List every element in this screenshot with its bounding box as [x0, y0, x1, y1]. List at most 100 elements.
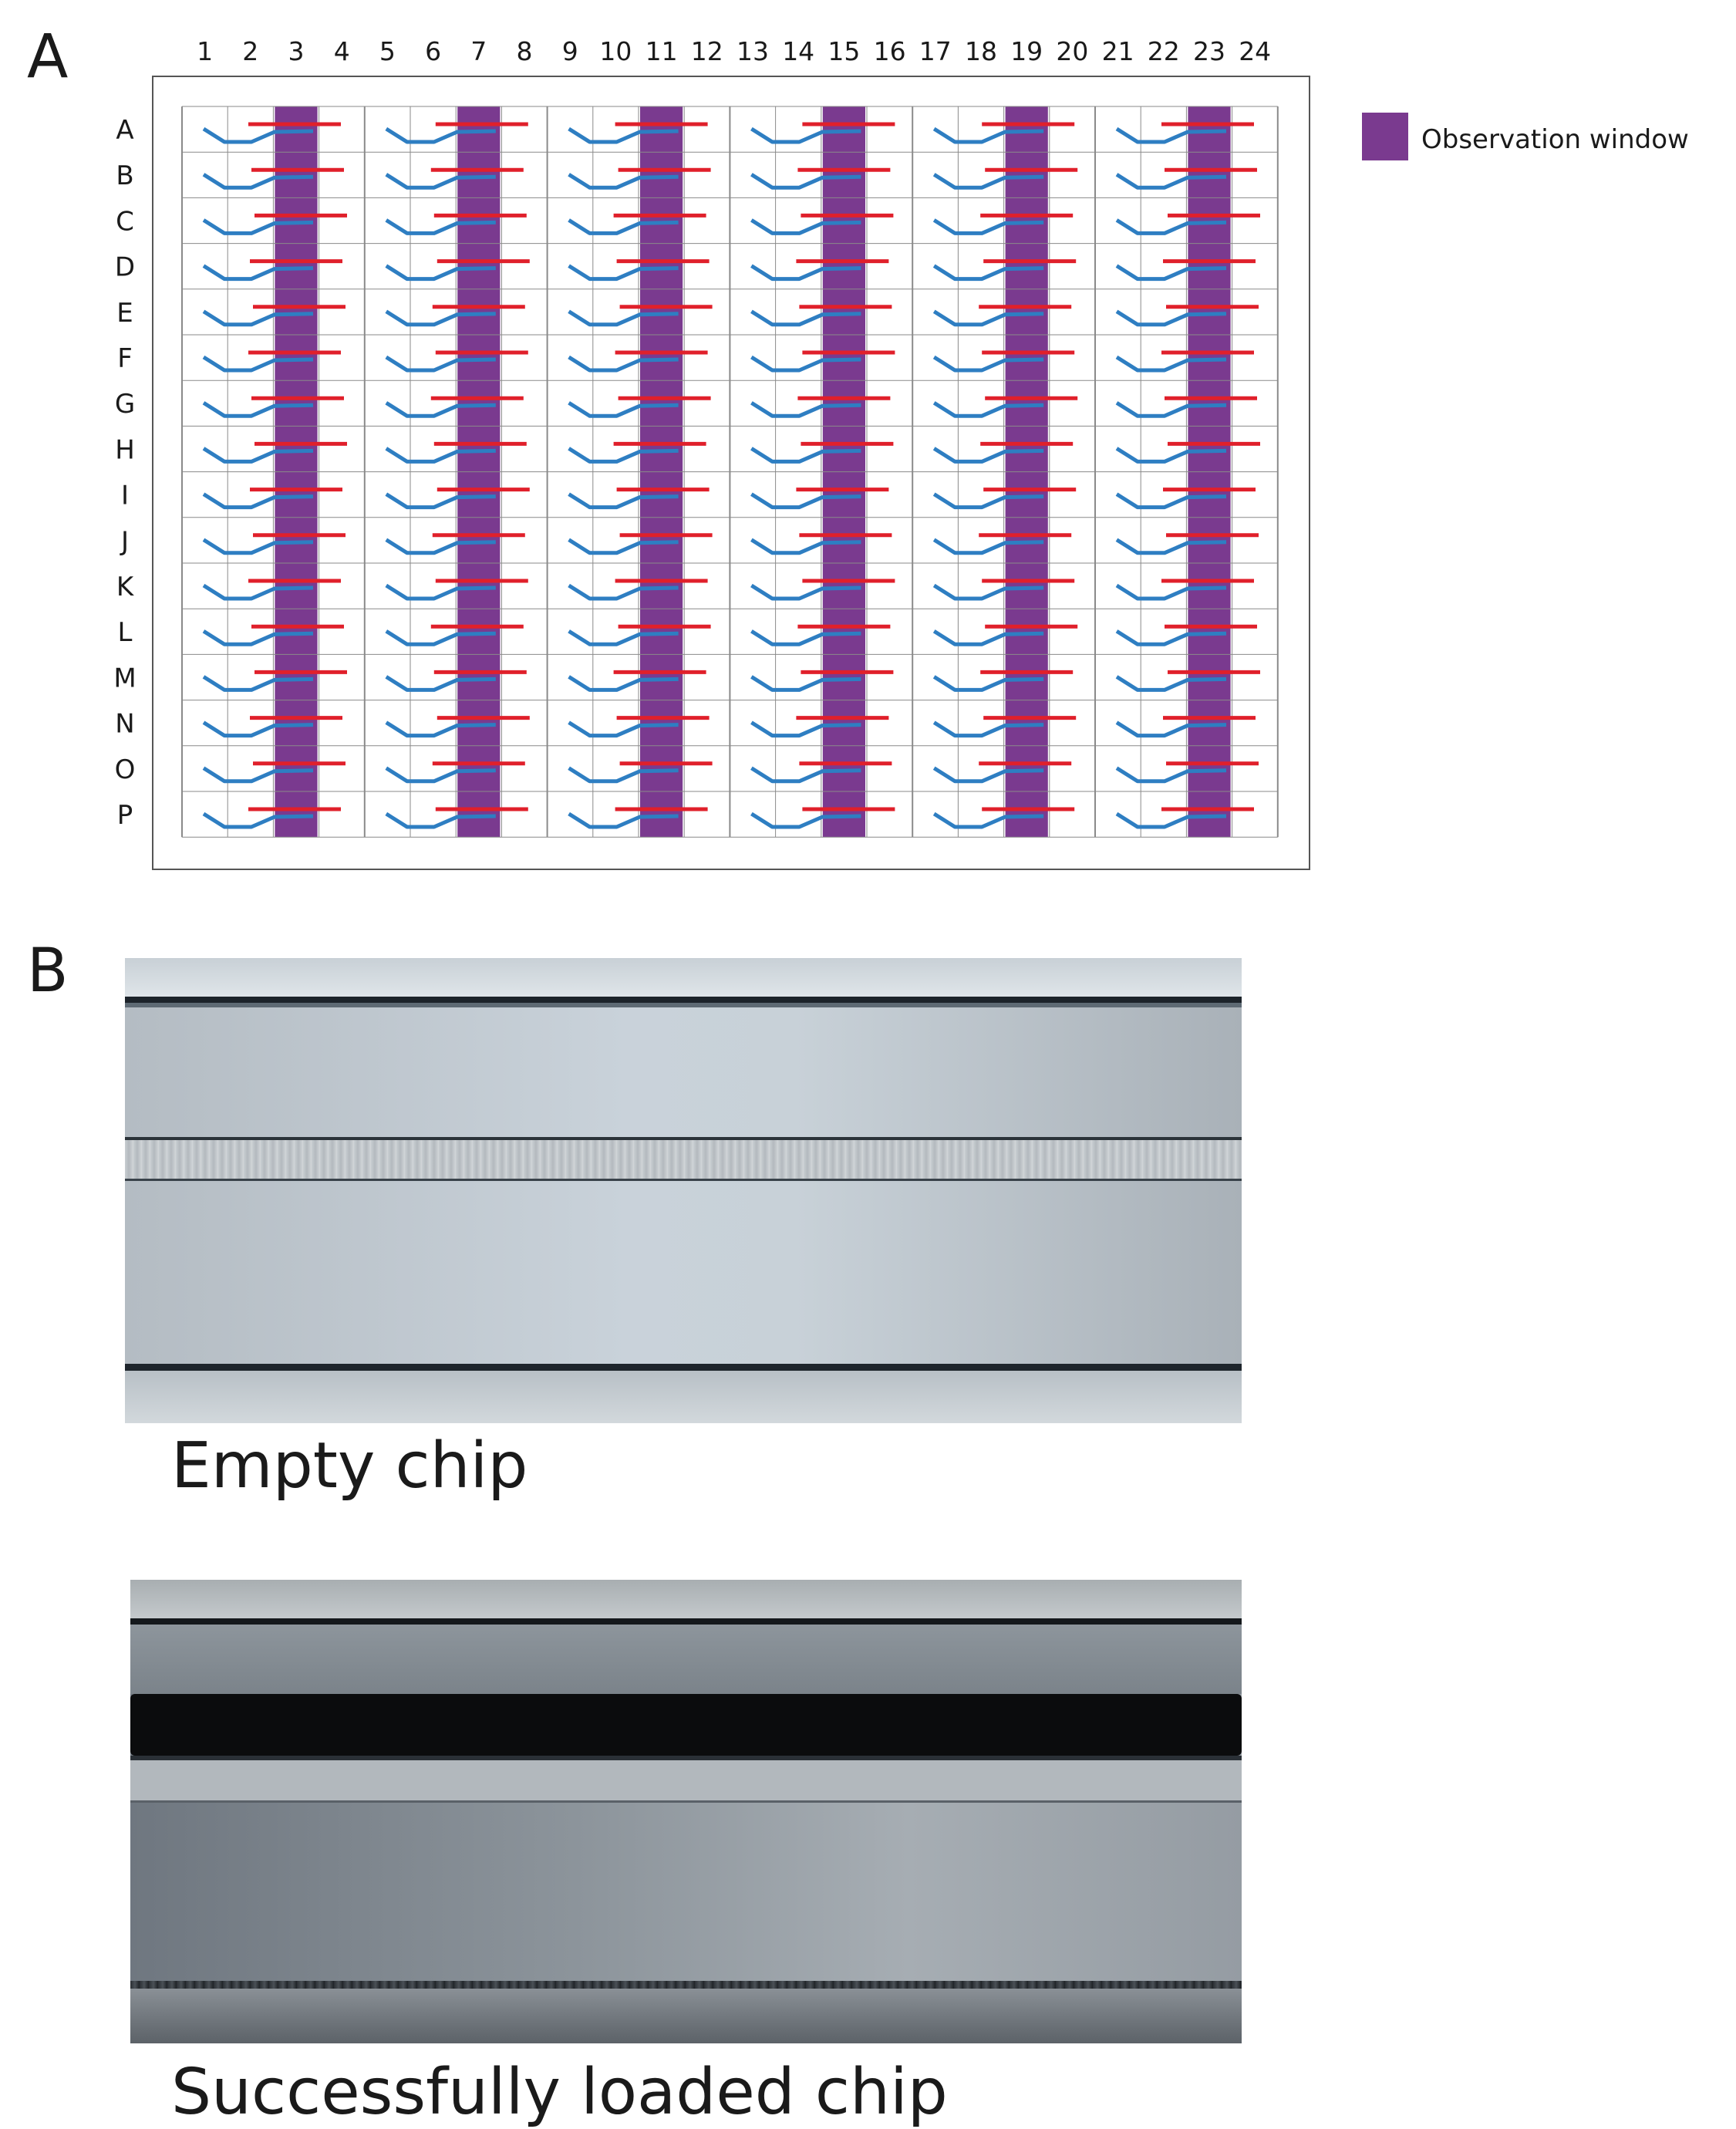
channel-trace	[202, 173, 314, 190]
channel-trace	[1115, 720, 1227, 738]
column-label: 24	[1239, 36, 1271, 66]
channel-trace	[202, 309, 314, 327]
channel-trace	[1115, 173, 1227, 190]
channel-trace	[385, 766, 496, 784]
channel-trace	[750, 492, 861, 510]
legend-label: Observation window	[1421, 124, 1689, 155]
column-label: 15	[828, 36, 860, 66]
channel-trace	[932, 583, 1044, 601]
channel-trace	[750, 127, 861, 144]
channel-trace	[385, 538, 496, 555]
column-label: 11	[646, 36, 678, 66]
channel-trace	[568, 538, 679, 555]
channel-trace	[385, 309, 496, 327]
channel-trace	[1115, 355, 1227, 373]
row-label: O	[115, 754, 136, 785]
channel-trace	[750, 629, 861, 646]
row-label: C	[116, 206, 134, 237]
channel-trace	[385, 447, 496, 464]
channel-trace	[568, 492, 679, 510]
channel-trace	[750, 675, 861, 692]
row-label: A	[116, 115, 133, 146]
row-label: L	[118, 617, 133, 648]
channel-trace	[202, 492, 314, 510]
channel-trace	[750, 264, 861, 282]
channel-trace	[385, 629, 496, 646]
channel-traces	[202, 122, 1260, 829]
channel-trace	[932, 264, 1044, 282]
row-label: N	[115, 709, 134, 740]
legend: Observation window	[1362, 113, 1689, 160]
channel-trace	[385, 720, 496, 738]
channel-trace	[932, 811, 1044, 829]
channel-trace	[750, 401, 861, 418]
channel-trace	[932, 355, 1044, 373]
well-grid	[181, 106, 1279, 838]
channel-trace	[750, 766, 861, 784]
channel-trace	[1115, 492, 1227, 510]
column-label: 22	[1148, 36, 1180, 66]
column-label: 20	[1056, 36, 1088, 66]
row-label: K	[116, 572, 135, 602]
row-label: M	[113, 663, 136, 693]
panel-a-label: A	[27, 22, 69, 92]
channel-trace	[932, 629, 1044, 646]
channel-trace	[568, 218, 679, 235]
column-label: 9	[562, 36, 578, 66]
empty-chip-caption: Empty chip	[171, 1429, 528, 1503]
channel-trace	[202, 538, 314, 555]
column-label: 5	[379, 36, 396, 66]
channel-trace	[568, 629, 679, 646]
channel-trace	[385, 264, 496, 282]
channel-trace	[202, 629, 314, 646]
channel-trace	[568, 127, 679, 144]
channel-trace	[1115, 264, 1227, 282]
channel-trace	[202, 766, 314, 784]
channel-trace	[568, 675, 679, 692]
channel-trace	[932, 720, 1044, 738]
channel-trace	[1115, 127, 1227, 144]
channel-trace	[750, 173, 861, 190]
channel-trace	[932, 766, 1044, 784]
loaded-chip-micrograph	[130, 1580, 1242, 2043]
column-label: 19	[1010, 36, 1043, 66]
row-label: E	[116, 298, 133, 329]
channel-trace	[1115, 309, 1227, 327]
column-label: 4	[334, 36, 350, 66]
channel-trace	[202, 218, 314, 235]
channel-trace	[385, 173, 496, 190]
column-label: 2	[242, 36, 258, 66]
empty-chip-micrograph	[125, 958, 1242, 1423]
column-label: 7	[470, 36, 487, 66]
channel-trace	[385, 127, 496, 144]
panel-b-label: B	[27, 936, 69, 1006]
channel-trace	[385, 355, 496, 373]
channel-trace	[385, 675, 496, 692]
channel-trace	[202, 127, 314, 144]
row-label: J	[120, 526, 129, 557]
row-label: I	[121, 481, 129, 511]
channel-trace	[932, 675, 1044, 692]
channel-trace	[1115, 218, 1227, 235]
column-label: 1	[197, 36, 213, 66]
channel-trace	[568, 309, 679, 327]
channel-trace	[568, 264, 679, 282]
plate-outline	[152, 76, 1310, 870]
channel-trace	[1115, 811, 1227, 829]
channel-trace	[932, 401, 1044, 418]
channel-trace	[568, 766, 679, 784]
column-label: 13	[737, 36, 769, 66]
channel-trace	[750, 720, 861, 738]
channel-trace	[932, 492, 1044, 510]
channel-trace	[750, 583, 861, 601]
channel-trace	[932, 127, 1044, 144]
channel-trace	[202, 447, 314, 464]
channel-trace	[385, 583, 496, 601]
channel-trace	[1115, 447, 1227, 464]
loaded-chip-caption: Successfully loaded chip	[171, 2056, 948, 2129]
channel-trace	[568, 355, 679, 373]
row-label: P	[117, 800, 133, 831]
